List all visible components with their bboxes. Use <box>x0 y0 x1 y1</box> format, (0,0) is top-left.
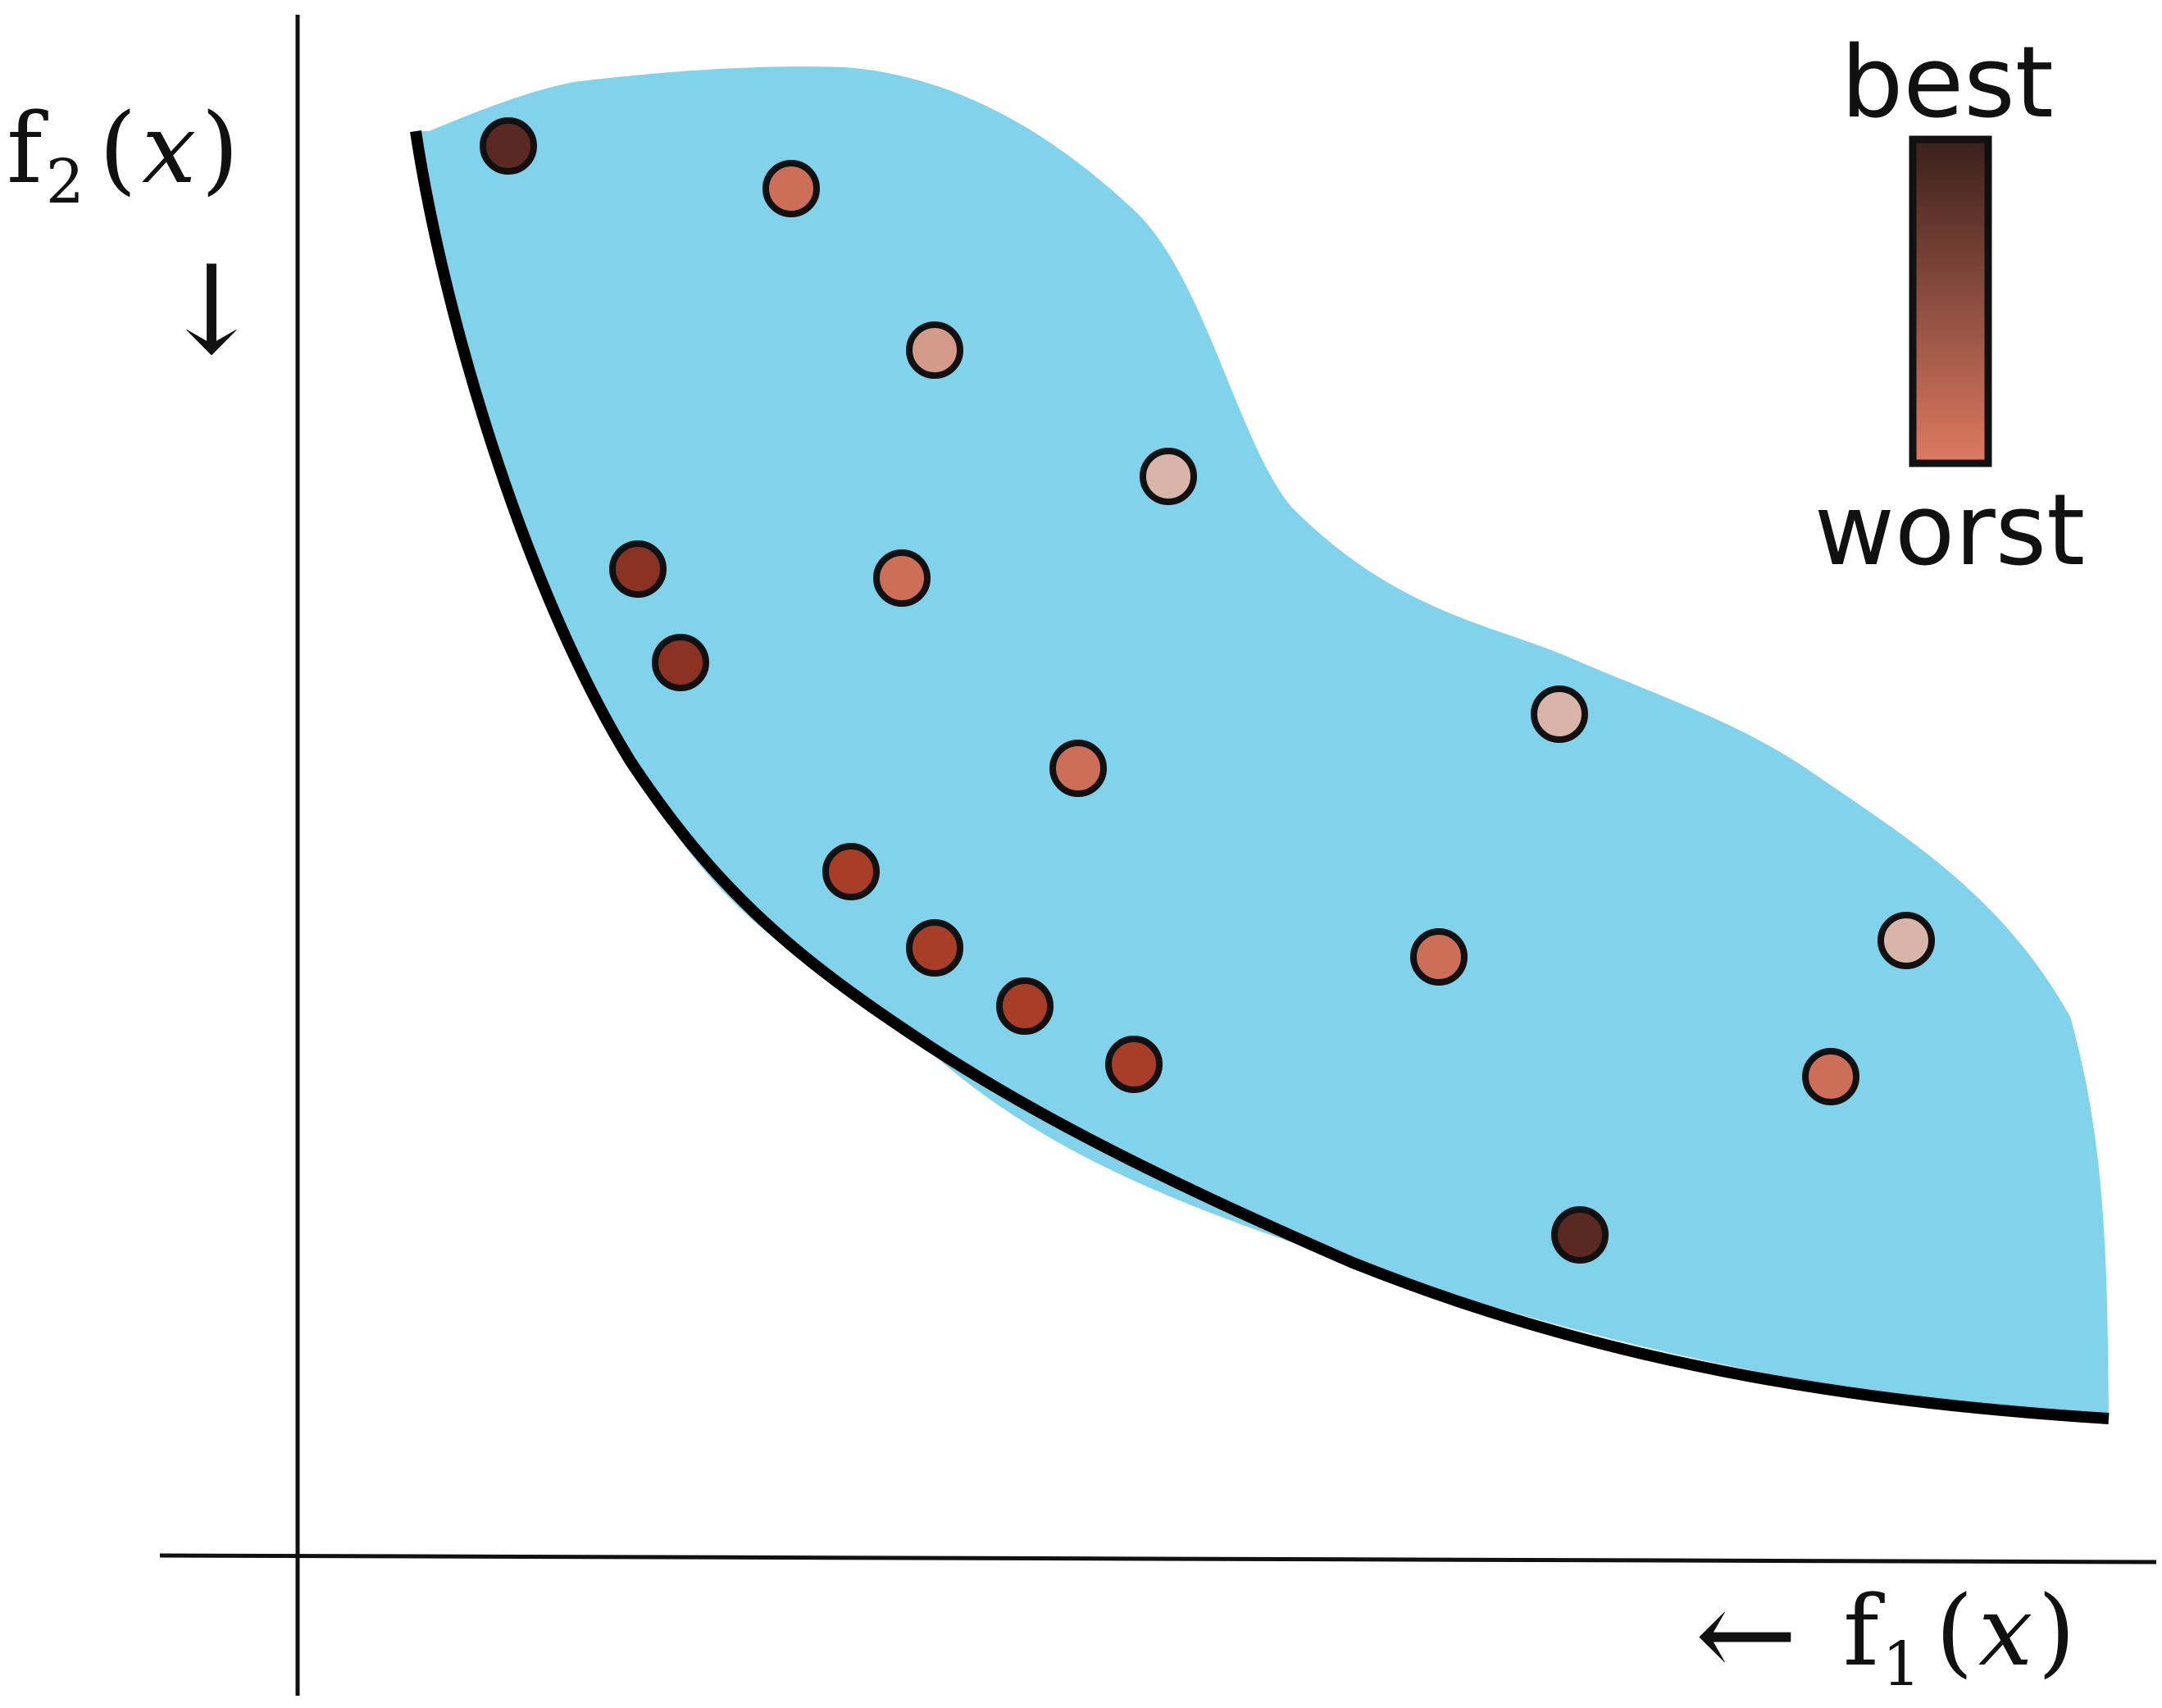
solution-points <box>480 117 1935 1264</box>
solution-point <box>1878 912 1935 969</box>
solution-point <box>1140 448 1197 505</box>
svg-text:f2(x): f2(x) <box>7 92 239 217</box>
solution-point <box>652 634 709 691</box>
y-axis-paren-close: ) <box>201 92 239 205</box>
y-axis-label: f2(x) ↓ <box>7 92 263 382</box>
x-axis-arrow: ← <box>1695 1564 1798 1706</box>
solution-point <box>906 919 963 977</box>
solution-point <box>1802 1048 1859 1105</box>
feasible-region <box>416 66 2109 1414</box>
x-axis-func: f <box>1843 1574 1885 1688</box>
solution-point <box>873 549 931 607</box>
y-axis-subscript: 2 <box>46 147 84 217</box>
x-axis-paren-open: ( <box>1936 1574 1973 1688</box>
solution-point <box>1531 685 1588 743</box>
x-axis-subscript: 1 <box>1882 1629 1921 1700</box>
color-legend: best worst <box>1814 26 2085 588</box>
solution-point <box>609 540 667 598</box>
legend-best-label: best <box>1841 26 2054 140</box>
solution-point <box>906 321 963 379</box>
solution-point <box>480 117 537 175</box>
x-axis-paren-close: ) <box>2037 1574 2075 1688</box>
y-axis-arrow: ↓ <box>160 239 263 382</box>
legend-gradient-bar <box>1909 135 1992 467</box>
x-axis-arg: x <box>1978 1574 2033 1688</box>
x-axis-label: ← f1(x) <box>1695 1564 2075 1706</box>
solution-point <box>996 977 1054 1035</box>
y-axis-func: f <box>7 92 48 205</box>
solution-point <box>1105 1036 1163 1093</box>
legend-worst-label: worst <box>1814 474 2085 588</box>
solution-point <box>1551 1206 1609 1264</box>
x-axis-line <box>159 1553 2157 1565</box>
y-axis-paren-open: ( <box>99 92 137 205</box>
y-axis-arg: x <box>142 92 197 205</box>
solution-point <box>762 160 820 217</box>
solution-point <box>1410 928 1468 986</box>
solution-point <box>822 843 880 900</box>
solution-point <box>1049 740 1107 797</box>
pareto-front <box>410 130 2110 1424</box>
svg-text:f1(x): f1(x) <box>1843 1574 2075 1700</box>
